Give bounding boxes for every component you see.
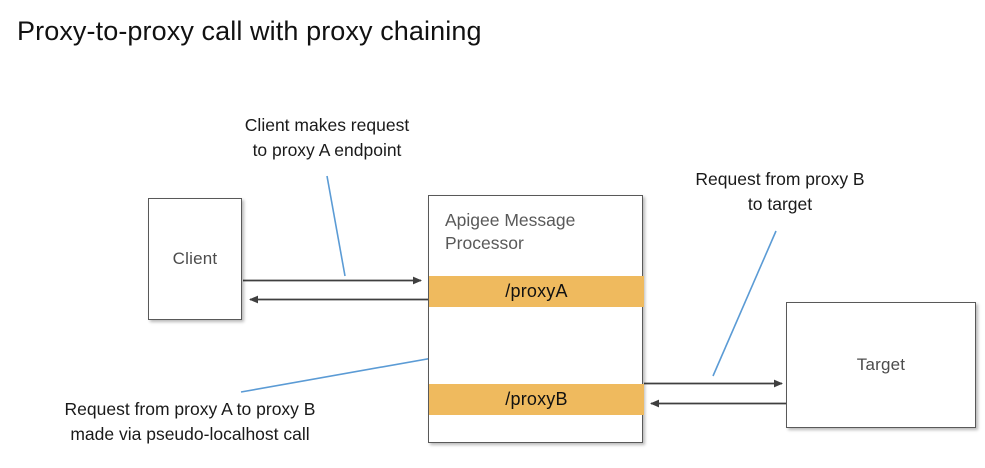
message-processor-title: Apigee Message Processor (445, 210, 576, 254)
annotation-client-request: Client makes request to proxy A endpoint (244, 115, 410, 160)
proxy-band-proxyb-label: /proxyB (505, 389, 568, 409)
target-node[interactable]: Target (786, 302, 976, 428)
proxy-band-proxya[interactable]: /proxyA (429, 276, 644, 307)
target-label: Target (856, 355, 906, 374)
proxy-band-proxya-label: /proxyA (505, 281, 568, 301)
client-label: Client (172, 249, 218, 268)
leader-line-client-annotation (326, 175, 346, 277)
leader-line-target-annotation (712, 230, 777, 377)
annotation-proxy-chaining: Request from proxy A to proxy B made via… (64, 399, 316, 444)
apigee-message-processor-node[interactable]: Apigee Message Processor /proxyA /proxyB (428, 195, 644, 443)
page-title: Proxy-to-proxy call with proxy chaining (17, 16, 482, 46)
proxy-band-proxyb[interactable]: /proxyB (429, 384, 644, 415)
annotation-proxyb-to-target: Request from proxy B to target (695, 169, 865, 214)
client-node[interactable]: Client (148, 198, 242, 320)
